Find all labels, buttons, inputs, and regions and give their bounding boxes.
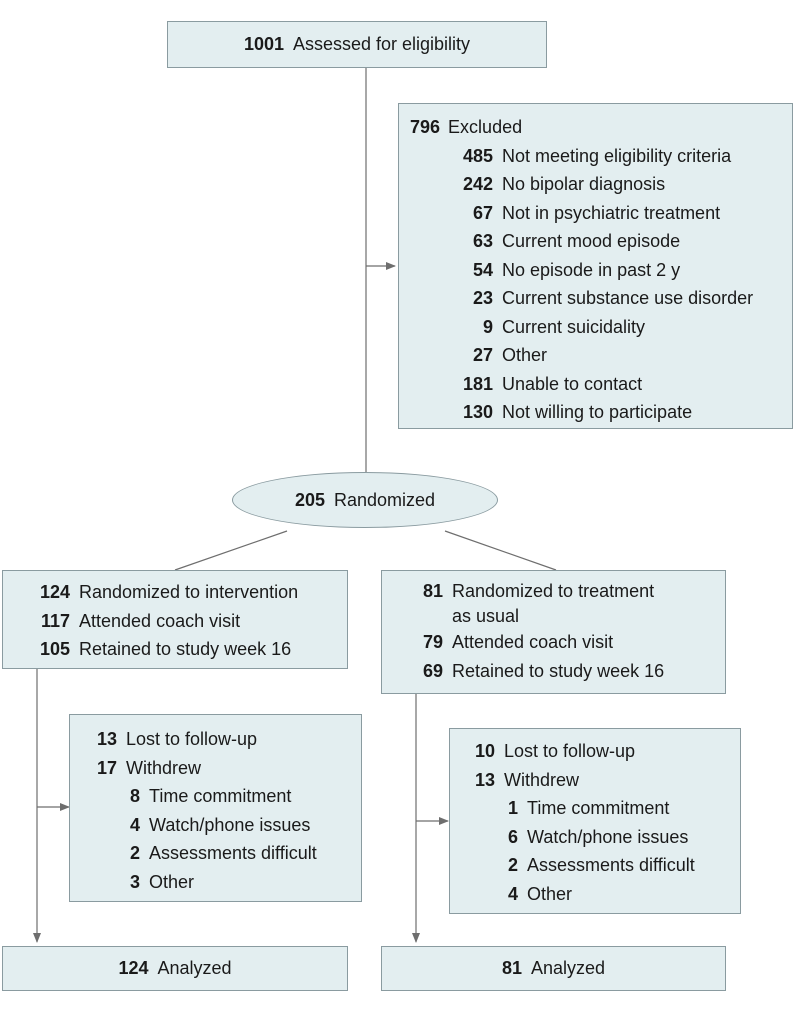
usual-care-analyzed-label: Analyzed [530,958,606,978]
usual-care-analyzed-box: 81 Analyzed [381,946,726,991]
list-item: as usual [452,606,520,626]
excluded-header: 796 Excluded [399,113,792,142]
left-branch-line [174,530,288,571]
randomized-ellipse: 205 Randomized [232,472,498,528]
intervention-analyzed-label: Analyzed [157,958,232,978]
intervention-analyzed-count: 124 [118,958,149,978]
usual-care-analyzed-count: 81 [501,958,522,978]
right-branch-line [444,530,557,571]
assessed-box: 1001 Assessed for eligibility [167,21,547,68]
assessed-label: Assessed for eligibility [292,34,471,54]
assessed-count: 1001 [243,34,284,54]
excluded-label: Excluded [448,117,523,137]
intervention-analyzed-box: 124 Analyzed [2,946,348,991]
randomized-label: Randomized [333,489,436,510]
excluded-count: 796 [410,117,441,137]
randomized-count: 205 [294,489,325,510]
